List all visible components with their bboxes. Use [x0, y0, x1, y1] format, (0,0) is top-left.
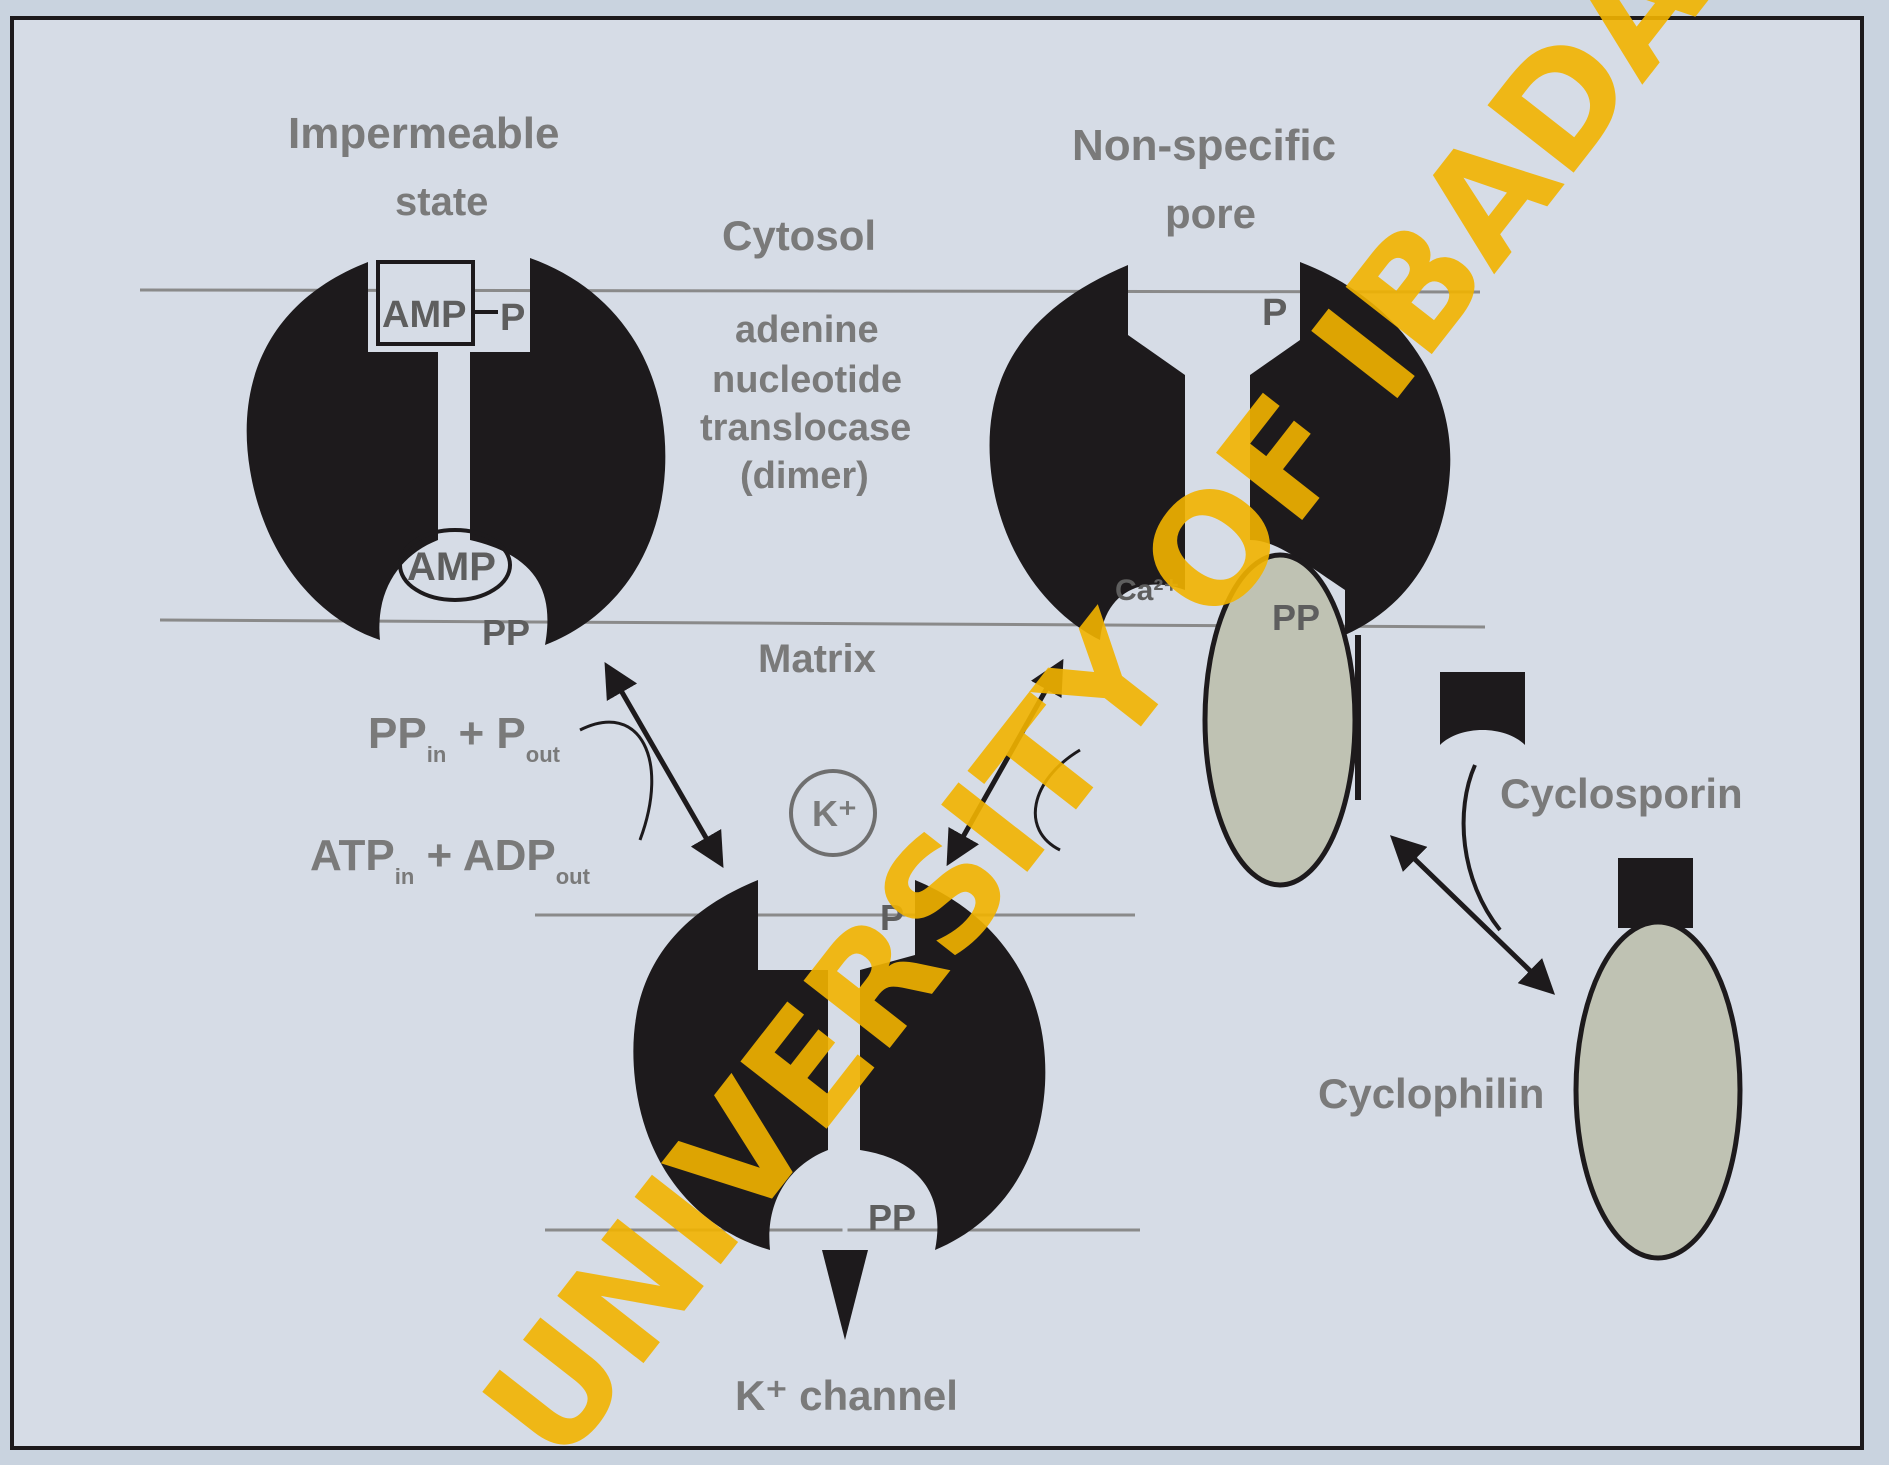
k-channel-label: K⁺ channel — [735, 1372, 958, 1419]
cytosol-label: Cytosol — [722, 212, 876, 259]
cyclophilin-label: Cyclophilin — [1318, 1070, 1544, 1117]
amp-circle-label: AMP — [407, 545, 496, 589]
impermeable-title-2: state — [395, 180, 488, 224]
p-phosphate-label: P — [500, 297, 525, 339]
pp-left-label: PP — [482, 612, 530, 653]
nonspecific-title-2: pore — [1165, 190, 1256, 237]
matrix-label: Matrix — [758, 637, 876, 681]
impermeable-title-1: Impermeable — [288, 109, 559, 158]
translocase-label-1: adenine — [735, 309, 879, 351]
pp-bottom-label: PP — [868, 1197, 916, 1238]
figure-panel — [12, 18, 1862, 1448]
nonspecific-title-1: Non-specific — [1072, 121, 1336, 170]
translocase-label-3: translocase — [700, 407, 911, 449]
translocase-label-4: (dimer) — [740, 455, 869, 497]
translocase-label-2: nucleotide — [712, 359, 902, 401]
cyclosporin-label: Cyclosporin — [1500, 770, 1743, 817]
amp-box-label: AMP — [382, 294, 466, 336]
k-ion-label: K⁺ — [812, 793, 857, 834]
